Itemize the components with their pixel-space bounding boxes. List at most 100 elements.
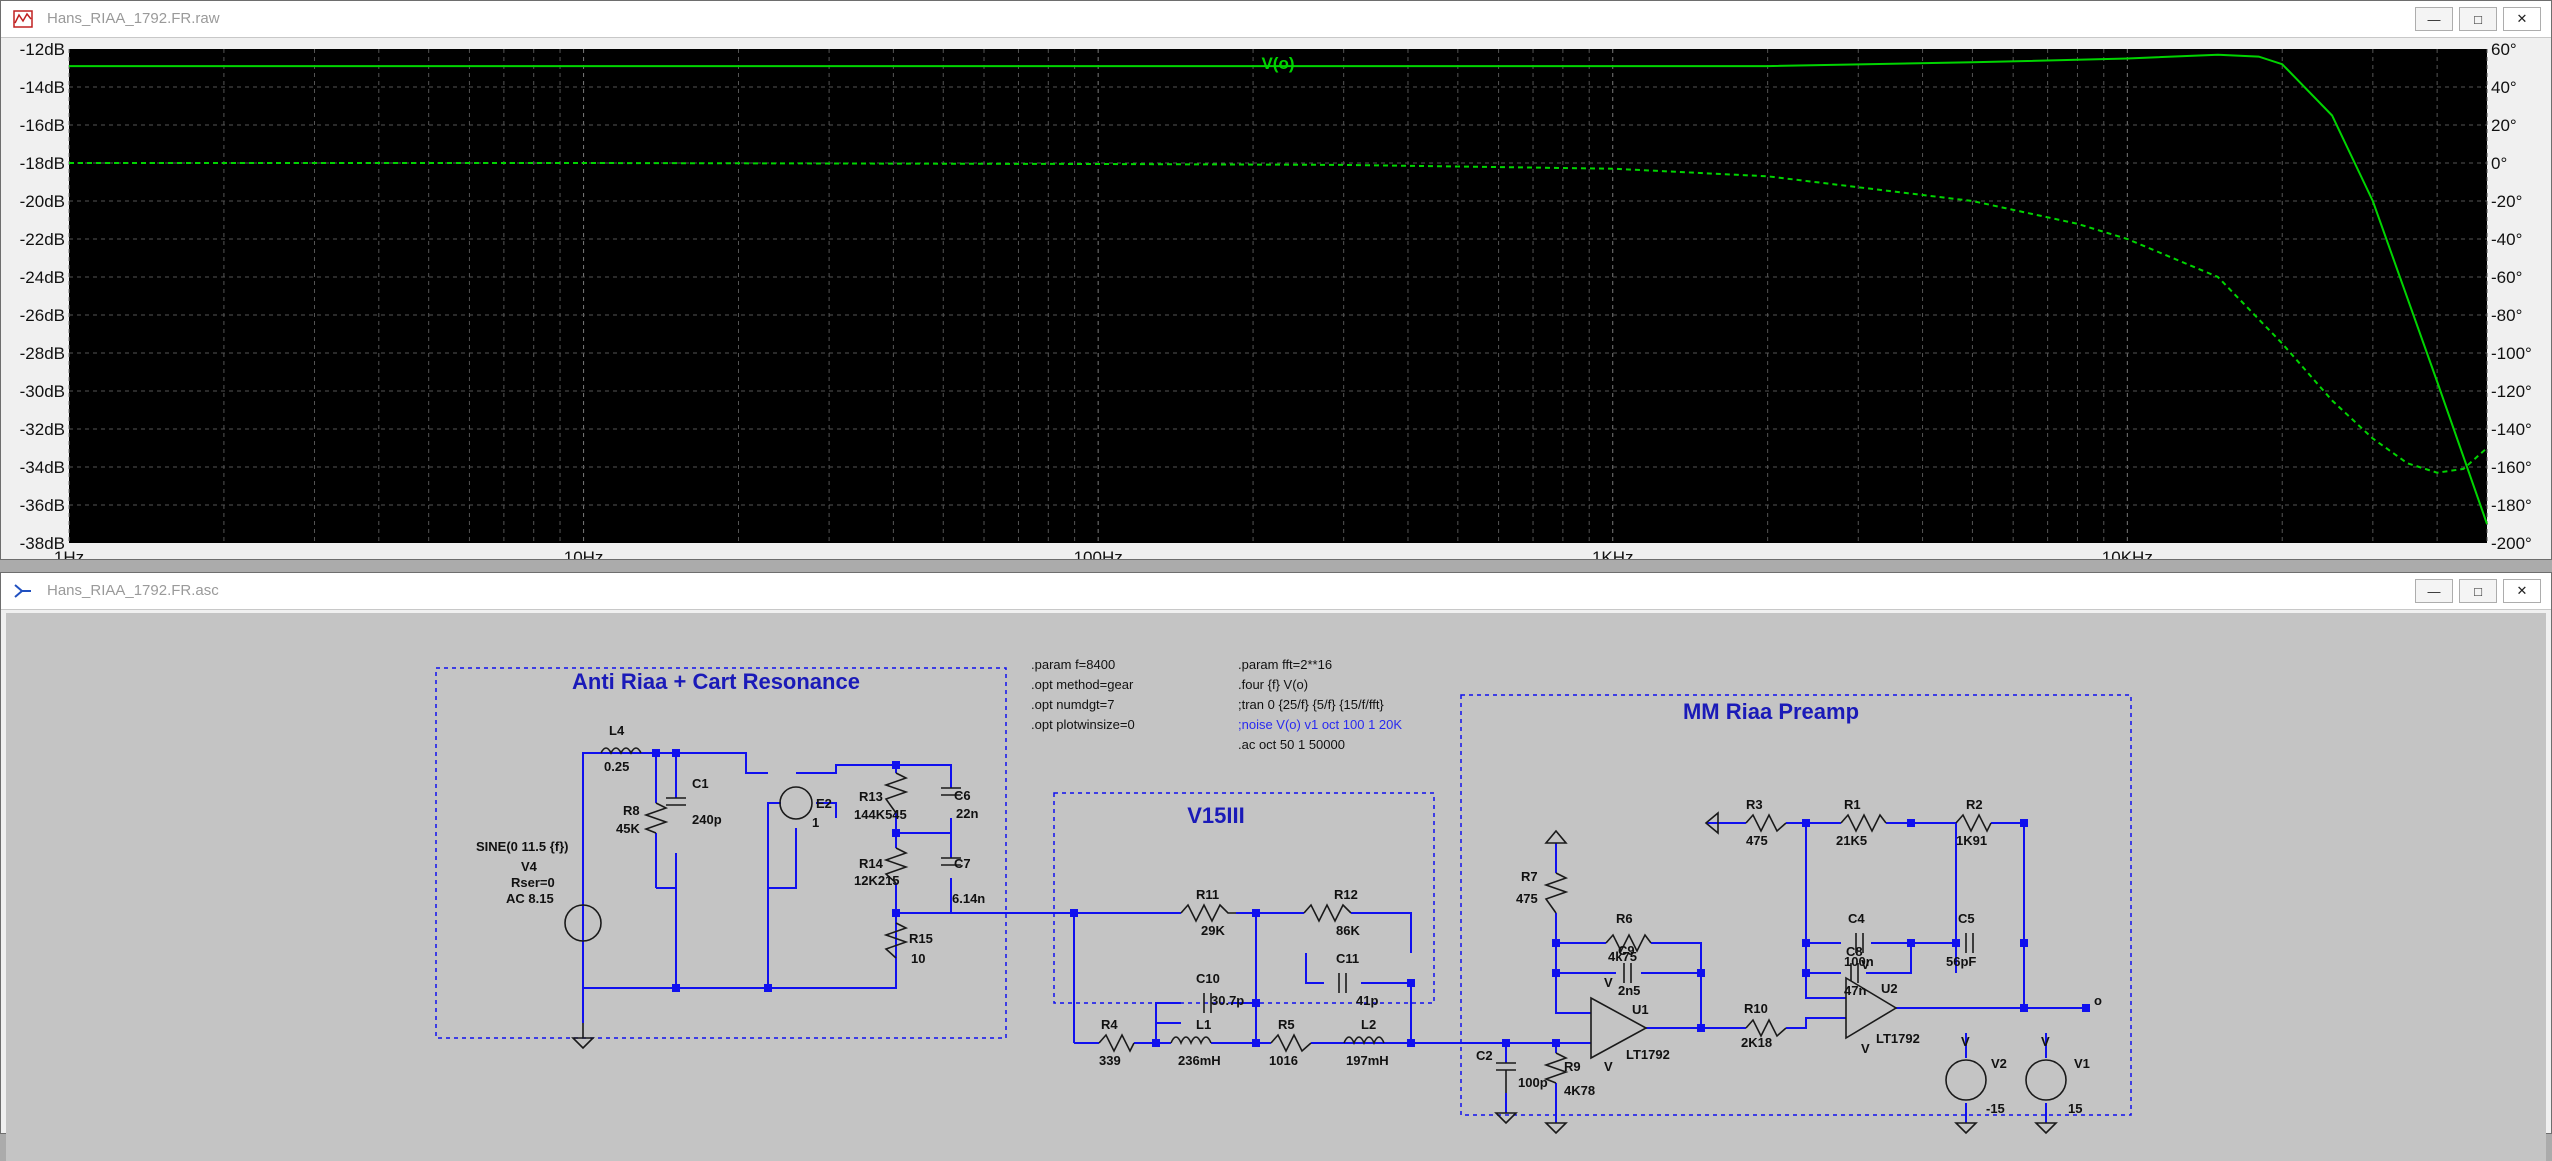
resistor-icon[interactable] bbox=[883, 772, 909, 814]
r7-name: R7 bbox=[1521, 869, 1538, 884]
schematic-window-title: Hans_RIAA_1792.FR.asc bbox=[47, 582, 219, 599]
y-tick-label-left: -38dB bbox=[20, 534, 65, 553]
inductor-icon[interactable] bbox=[1170, 1036, 1212, 1046]
component-labels: V4 SINE(0 11.5 {f}) Rser=0 AC 8.15 L4 0.… bbox=[476, 723, 2090, 1116]
opamp-icon[interactable] bbox=[1845, 976, 1898, 1040]
c5-name: C5 bbox=[1958, 911, 1975, 926]
y-tick-label-left: -22dB bbox=[20, 230, 65, 249]
ground-icon bbox=[1494, 1112, 1518, 1125]
r5-name: R5 bbox=[1278, 1017, 1295, 1032]
y-tick-label-left: -34dB bbox=[20, 458, 65, 477]
c6-name: C6 bbox=[954, 788, 971, 803]
r12-name: R12 bbox=[1334, 887, 1358, 902]
directive[interactable]: .opt numdgt=7 bbox=[1031, 697, 1114, 712]
l1-name: L1 bbox=[1196, 1017, 1211, 1032]
maximize-button[interactable]: □ bbox=[2459, 7, 2497, 31]
net-label-supply: V bbox=[1604, 975, 1613, 990]
resistor-icon[interactable] bbox=[1180, 903, 1236, 923]
block-title-mm-riaa: MM Riaa Preamp bbox=[1683, 699, 1859, 724]
directive[interactable]: .opt method=gear bbox=[1031, 677, 1134, 692]
frame-mm-riaa bbox=[1460, 694, 2132, 1116]
x-tick-label: 10KHz bbox=[2102, 548, 2153, 559]
net-label-supply: V bbox=[1861, 1041, 1870, 1056]
r15-name: R15 bbox=[909, 931, 933, 946]
magnitude-trace[interactable] bbox=[69, 53, 2488, 525]
u2-name: U2 bbox=[1881, 981, 1898, 996]
voltage-source-icon[interactable] bbox=[1945, 1059, 1987, 1101]
r9-value: 4K78 bbox=[1564, 1083, 1595, 1098]
voltage-source-icon[interactable] bbox=[2025, 1059, 2067, 1101]
comment[interactable]: ;tran 0 {25/f} {5/f} {15/f/fft} bbox=[1238, 697, 1384, 712]
y-tick-label-right: -80° bbox=[2491, 306, 2522, 325]
dependent-source-icon[interactable] bbox=[779, 786, 813, 820]
net-label-supply: V bbox=[1861, 957, 1870, 972]
resistor-icon[interactable] bbox=[1745, 1018, 1787, 1038]
r4-name: R4 bbox=[1101, 1017, 1118, 1032]
spice-directives-right[interactable]: .param fft=2**16 .four {f} V(o) ;tran 0 … bbox=[1238, 657, 1402, 752]
resistor-icon[interactable] bbox=[883, 847, 909, 884]
resistor-icon[interactable] bbox=[883, 922, 909, 959]
v2-name: V2 bbox=[1991, 1056, 2007, 1071]
resistor-icon[interactable] bbox=[1605, 933, 1652, 953]
r5-value: 1016 bbox=[1269, 1053, 1298, 1068]
resistor-icon[interactable] bbox=[1543, 872, 1569, 914]
r11-name: R11 bbox=[1196, 887, 1219, 902]
y-tick-label-right: 60° bbox=[2491, 40, 2517, 59]
l2-name: L2 bbox=[1361, 1017, 1376, 1032]
resistor-icon[interactable] bbox=[1745, 813, 1787, 833]
net-label-supply: V bbox=[1604, 1059, 1613, 1074]
directive[interactable]: .param f=8400 bbox=[1031, 657, 1115, 672]
y-tick-label-left: -12dB bbox=[20, 40, 65, 59]
resistor-icon[interactable] bbox=[1840, 813, 1887, 833]
directive[interactable]: .param fft=2**16 bbox=[1238, 657, 1332, 672]
c11-value: 41p bbox=[1356, 993, 1378, 1008]
maximize-button[interactable]: □ bbox=[2459, 579, 2497, 603]
r3-name: R3 bbox=[1746, 797, 1763, 812]
component-symbols bbox=[564, 747, 2067, 1101]
inductor-icon[interactable] bbox=[1343, 1036, 1385, 1046]
directive[interactable]: .opt plotwinsize=0 bbox=[1031, 717, 1135, 732]
plot-window: Hans_RIAA_1792.FR.raw — □ ✕ -12dB-14dB-1… bbox=[0, 0, 2552, 560]
opamp-icon[interactable] bbox=[1590, 996, 1648, 1060]
x-tick-label: 1KHz bbox=[1592, 548, 1634, 559]
resistor-icon[interactable] bbox=[1303, 903, 1352, 923]
plot-window-titlebar[interactable]: Hans_RIAA_1792.FR.raw — □ ✕ bbox=[1, 1, 2551, 38]
resistor-icon[interactable] bbox=[1270, 1033, 1312, 1053]
trace-label[interactable]: V(o) bbox=[1261, 54, 1294, 73]
r6-name: R6 bbox=[1616, 911, 1633, 926]
waveform-icon bbox=[13, 10, 33, 28]
ground-icon bbox=[571, 1037, 595, 1050]
directive[interactable]: .ac oct 50 1 50000 bbox=[1238, 737, 1345, 752]
phase-trace[interactable] bbox=[69, 162, 2488, 474]
close-button[interactable]: ✕ bbox=[2503, 7, 2541, 31]
voltage-source-icon[interactable] bbox=[564, 904, 602, 942]
c6-value: 22n bbox=[956, 806, 978, 821]
block-title-v15iii: V15III bbox=[1187, 803, 1244, 828]
bode-plot[interactable]: -12dB-14dB-16dB-18dB-20dB-22dB-24dB-26dB… bbox=[1, 37, 2551, 559]
minimize-button[interactable]: — bbox=[2415, 579, 2453, 603]
r10-value: 2K18 bbox=[1741, 1035, 1772, 1050]
c4-name: C4 bbox=[1848, 911, 1865, 926]
u1-value: LT1792 bbox=[1626, 1047, 1670, 1062]
block-frames bbox=[435, 667, 2132, 1116]
resistor-icon[interactable] bbox=[1098, 1033, 1135, 1053]
close-button[interactable]: ✕ bbox=[2503, 579, 2541, 603]
inductor-icon[interactable] bbox=[600, 747, 642, 755]
e2-name: E2 bbox=[816, 796, 832, 811]
comment[interactable]: ;noise V(o) v1 oct 100 1 20K bbox=[1238, 717, 1402, 732]
schematic-window-titlebar[interactable]: Hans_RIAA_1792.FR.asc — □ ✕ bbox=[1, 573, 2551, 610]
r6-value: 4k75 bbox=[1608, 949, 1637, 964]
resistor-icon[interactable] bbox=[1543, 1052, 1569, 1084]
spice-directives-left[interactable]: .param f=8400 .opt method=gear .opt numd… bbox=[1031, 657, 1135, 732]
junctions bbox=[652, 749, 2090, 1047]
schematic-canvas[interactable]: Anti Riaa + Cart Resonance V15III MM Ria… bbox=[6, 613, 2546, 1161]
schematic-window: Hans_RIAA_1792.FR.asc — □ ✕ Anti Riaa + … bbox=[0, 572, 2552, 1161]
directive[interactable]: .four {f} V(o) bbox=[1238, 677, 1308, 692]
minimize-button[interactable]: — bbox=[2415, 7, 2453, 31]
resistor-icon[interactable] bbox=[1955, 813, 1992, 833]
resistor-icon[interactable] bbox=[643, 802, 669, 834]
y-tick-label-left: -24dB bbox=[20, 268, 65, 287]
plot-area[interactable] bbox=[69, 49, 2487, 543]
r11-value: 29K bbox=[1201, 923, 1225, 938]
v4-line1: SINE(0 11.5 {f}) bbox=[476, 839, 569, 854]
